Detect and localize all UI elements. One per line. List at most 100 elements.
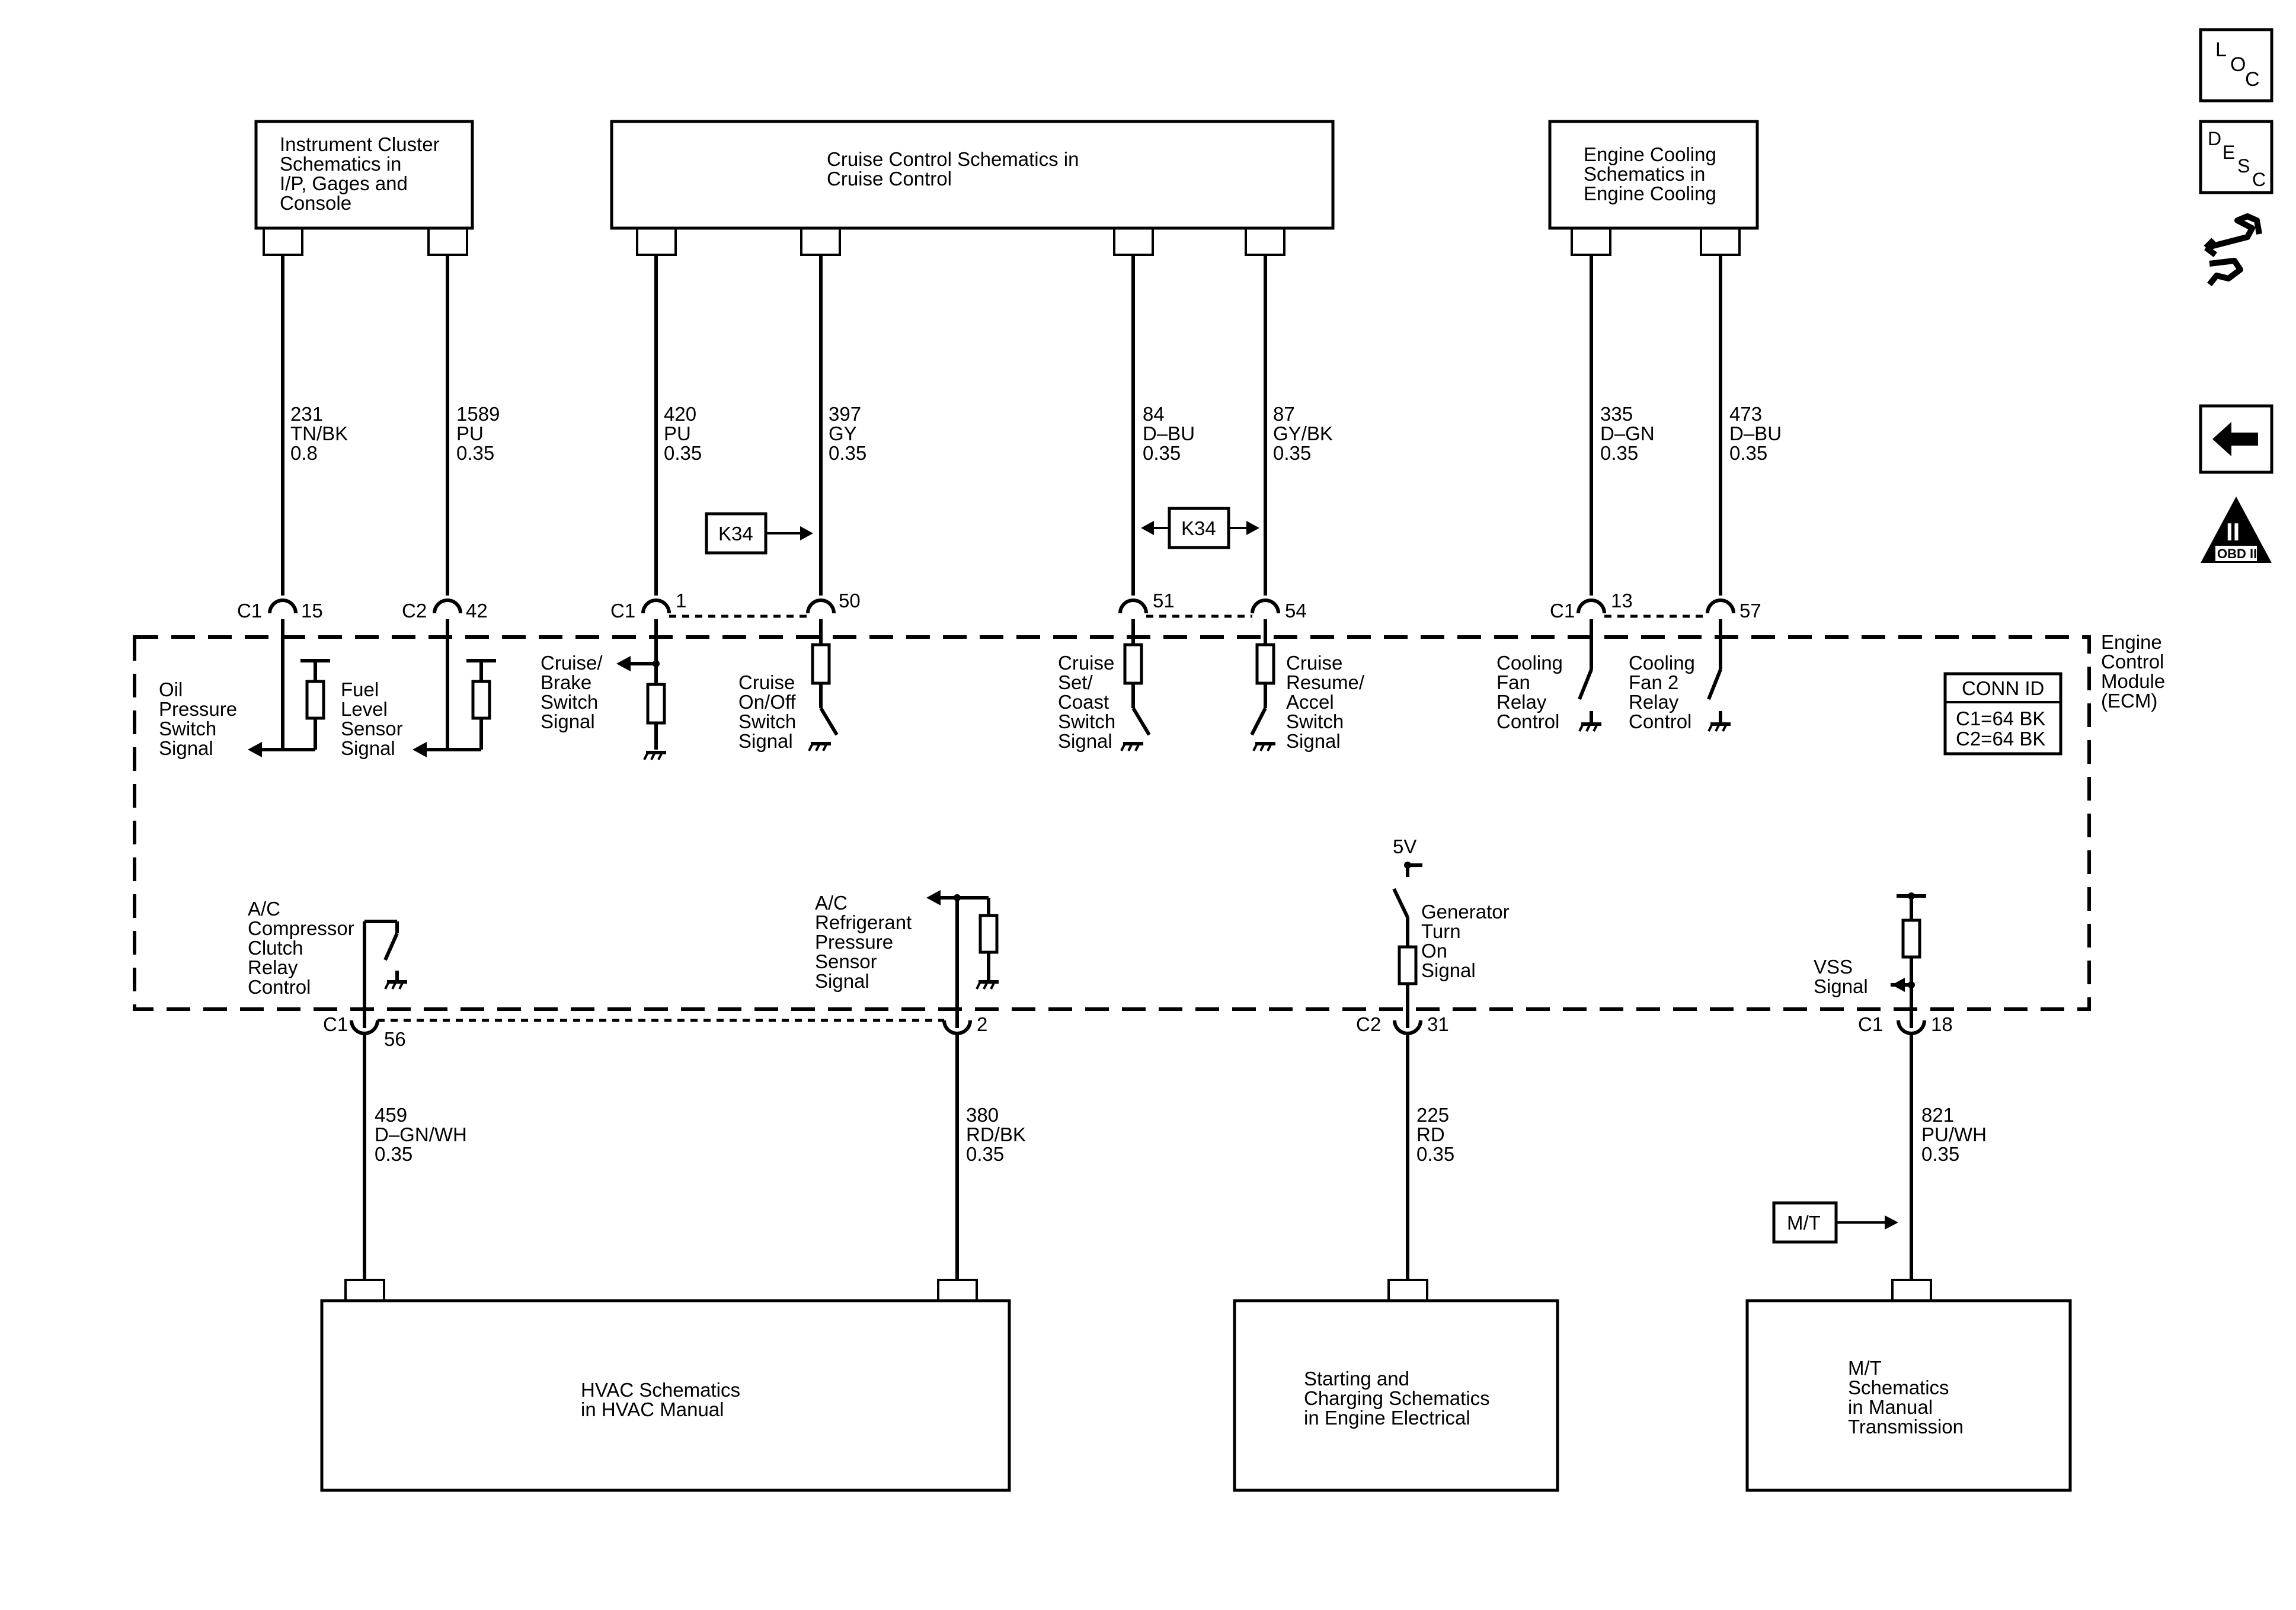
- k34-option-middle[interactable]: K34: [1141, 507, 1259, 549]
- repair-wrench-icon[interactable]: [2204, 213, 2262, 287]
- 5v-reference-label: 5V: [1393, 836, 1416, 857]
- svg-text:K34: K34: [1181, 517, 1216, 539]
- top-connector-tabs: [263, 228, 1741, 256]
- cooling-fan2-signal-label: Cooling Fan 2 Relay Control: [1629, 652, 1700, 732]
- svg-text:D: D: [2208, 128, 2221, 149]
- pin-2: 2: [977, 1013, 987, 1035]
- wire-84-label: 84 D–BU 0.35: [1143, 403, 1200, 464]
- wire-380-label: 380 RD/BK 0.35: [966, 1104, 1031, 1165]
- manual-transmission-label: M/T Schematics in Manual Transmission: [1848, 1357, 1964, 1438]
- cooling-fan-signal-label: Cooling Fan Relay Control: [1496, 652, 1568, 732]
- svg-text:K34: K34: [718, 523, 753, 545]
- svg-text:S: S: [2237, 155, 2250, 177]
- cruise-control-label: Cruise Control Schematics in Cruise Cont…: [827, 148, 1085, 190]
- fuel-level-circuit: [412, 619, 496, 757]
- cruise-brake-circuit: [616, 619, 666, 760]
- pin-31: 31: [1427, 1013, 1449, 1035]
- pin-57: 57: [1739, 600, 1761, 622]
- vss-signal-label: VSS Signal: [1814, 956, 1868, 997]
- generator-circuit: [1392, 862, 1422, 1028]
- pin-56: 56: [384, 1028, 406, 1050]
- back-arrow-icon[interactable]: [2199, 404, 2273, 474]
- svg-text:CONN ID: CONN ID: [1962, 677, 2044, 699]
- instrument-cluster-label: Instrument Cluster Schematics in I/P, Ga…: [280, 133, 445, 214]
- connector-c2-generator: C2: [1356, 1013, 1381, 1035]
- wire-473-label: 473 D–BU 0.35: [1729, 403, 1787, 464]
- loc-icon[interactable]: L O C: [2199, 28, 2273, 103]
- cruise-control-module[interactable]: Cruise Control Schematics in Cruise Cont…: [610, 120, 1335, 230]
- svg-text:L: L: [2215, 39, 2227, 61]
- cruise-set-signal-label: Cruise Set/ Coast Switch Signal: [1058, 652, 1121, 752]
- starting-charging-module[interactable]: Starting and Charging Schematics in Engi…: [1233, 1299, 1559, 1492]
- ac-clutch-signal-label: A/C Compressor Clutch Relay Control: [248, 898, 360, 998]
- svg-text:C: C: [2245, 68, 2260, 91]
- pin-54: 54: [1285, 600, 1307, 622]
- oil-pressure-signal-label: Oil Pressure Switch Signal: [159, 678, 242, 759]
- k34-option-left[interactable]: K34: [705, 512, 813, 555]
- wire-420-label: 420 PU 0.35: [664, 403, 702, 464]
- ecm-label: Engine Control Module (ECM): [2101, 631, 2170, 712]
- wire-821-label: 821 PU/WH 0.35: [1921, 1104, 1992, 1165]
- oil-pressure-circuit: [248, 619, 330, 757]
- top-connector-pins: [268, 598, 1735, 618]
- starting-charging-label: Starting and Charging Schematics in Engi…: [1304, 1368, 1495, 1429]
- conn-id-box: CONN ID C1=64 BK C2=64 BK: [1943, 672, 2062, 756]
- mt-option[interactable]: M/T: [1772, 1201, 1898, 1244]
- svg-text:OBD II: OBD II: [2217, 546, 2257, 561]
- ac-pressure-signal-label: A/C Refrigerant Pressure Sensor Signal: [815, 892, 917, 992]
- cooling-fan-circuit: [1578, 619, 1601, 732]
- desc-icon[interactable]: D E S C: [2199, 120, 2273, 194]
- hvac-label: HVAC Schematics in HVAC Manual: [581, 1379, 746, 1420]
- ac-pressure-circuit: [926, 890, 999, 1028]
- bottom-wires: [363, 1034, 1913, 1280]
- connector-c1-vss: C1: [1858, 1013, 1883, 1035]
- wire-397-label: 397 GY 0.35: [829, 403, 866, 464]
- bottom-connector-tabs: [344, 1279, 1932, 1301]
- wire-335-label: 335 D–GN 0.35: [1600, 403, 1660, 464]
- pin-18: 18: [1931, 1013, 1953, 1035]
- cruise-set-circuit: [1120, 619, 1151, 751]
- cooling-fan2-circuit: [1707, 619, 1731, 732]
- connector-c1-cruise: C1: [610, 600, 635, 622]
- obd-ii-icon[interactable]: II OBD II: [2201, 497, 2272, 563]
- svg-text:C2=64 BK: C2=64 BK: [1956, 728, 2045, 750]
- svg-text:M/T: M/T: [1787, 1212, 1821, 1234]
- pin-1: 1: [676, 590, 686, 612]
- fuel-level-signal-label: Fuel Level Sensor Signal: [341, 678, 408, 759]
- instrument-cluster-module[interactable]: Instrument Cluster Schematics in I/P, Ga…: [254, 120, 474, 230]
- connector-c1-oil: C1: [237, 600, 262, 622]
- svg-text:II: II: [2226, 518, 2240, 546]
- cruise-resume-signal-label: Cruise Resume/ Accel Switch Signal: [1286, 652, 1370, 752]
- top-wires: [281, 255, 1722, 596]
- pin-50: 50: [839, 590, 861, 612]
- wire-87-label: 87 GY/BK 0.35: [1273, 403, 1338, 464]
- cruise-resume-circuit: [1250, 619, 1275, 751]
- pin-15: 15: [301, 600, 323, 622]
- svg-text:C: C: [2252, 169, 2266, 190]
- manual-transmission-module[interactable]: M/T Schematics in Manual Transmission: [1745, 1299, 2072, 1492]
- wire-459-label: 459 D–GN/WH 0.35: [375, 1104, 472, 1165]
- ecm-module[interactable]: [133, 635, 2091, 1011]
- vss-circuit: [1891, 892, 1926, 1028]
- pin-51: 51: [1153, 590, 1175, 612]
- svg-text:O: O: [2230, 53, 2246, 76]
- cruise-brake-signal-label: Cruise/ Brake Switch Signal: [541, 652, 608, 732]
- connector-c2-fuel: C2: [402, 600, 427, 622]
- svg-text:C1=64 BK: C1=64 BK: [1956, 708, 2045, 729]
- wire-1589-label: 1589 PU 0.35: [456, 403, 506, 464]
- cruise-onoff-circuit: [808, 619, 839, 751]
- engine-cooling-label: Engine Cooling Schematics in Engine Cool…: [1584, 143, 1722, 204]
- connector-c1-cooling: C1: [1550, 600, 1575, 622]
- engine-cooling-module[interactable]: Engine Cooling Schematics in Engine Cool…: [1548, 120, 1759, 230]
- cruise-onoff-signal-label: Cruise On/Off Switch Signal: [738, 671, 801, 752]
- hvac-module[interactable]: HVAC Schematics in HVAC Manual: [320, 1299, 1011, 1492]
- wire-225-label: 225 RD 0.35: [1416, 1104, 1454, 1165]
- bottom-connector-pins: [350, 1019, 1926, 1035]
- svg-text:E: E: [2223, 142, 2235, 163]
- pin-42: 42: [466, 600, 488, 622]
- wire-231-label: 231 TN/BK 0.8: [290, 403, 353, 464]
- pin-13: 13: [1611, 590, 1633, 612]
- ac-clutch-circuit: [363, 920, 407, 1028]
- generator-signal-label: Generator Turn On Signal: [1421, 901, 1515, 981]
